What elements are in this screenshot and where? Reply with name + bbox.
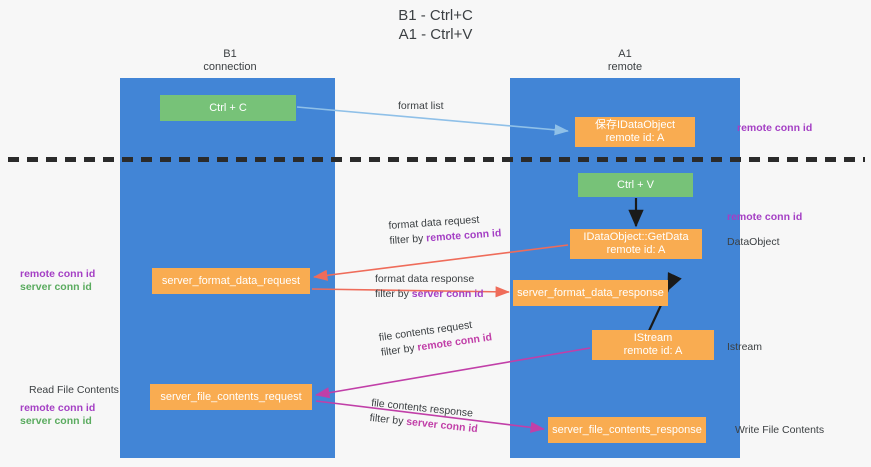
diagram-title: B1 - Ctrl+C A1 - Ctrl+V (0, 6, 871, 44)
box-server-file-contents-response[interactable]: server_file_contents_response (548, 417, 706, 443)
side-label-istream: Istream (727, 341, 763, 353)
edge-label-format-data-response-line2: filter by server conn id (375, 287, 484, 302)
box-ctrl-c[interactable]: Ctrl + C (160, 95, 296, 121)
box-idataobject-getdata-line1: IDataObject::GetData (583, 231, 689, 243)
edge-label-format-data-response: format data response filter by server co… (375, 272, 484, 302)
title-line-2: A1 - Ctrl+V (398, 26, 473, 43)
box-server-file-contents-response-label: server_file_contents_response (552, 423, 702, 436)
box-istream-line1: IStream (633, 332, 673, 344)
arrow-format-list (296, 106, 569, 136)
column-header-a1: A1 remote (510, 48, 740, 74)
box-server-format-data-response-label: server_format_data_response (517, 286, 664, 299)
column-header-b1-role: connection (203, 61, 257, 73)
filter-prefix: filter by (375, 288, 412, 300)
box-store-idataobject-line1: 保存IDataObject (594, 119, 676, 131)
filter-prefix: filter by (369, 411, 407, 428)
arrow-format-data-request (313, 244, 569, 281)
filter-highlight-server-conn-id: server conn id (411, 288, 484, 300)
side-label-left-server-conn-id-2: server conn id (20, 415, 92, 427)
arrow-file-contents-request (315, 347, 591, 399)
box-ctrl-v-label: Ctrl + V (617, 178, 654, 191)
box-server-file-contents-request[interactable]: server_file_contents_request (150, 384, 312, 410)
side-label-left-remote-conn-id-1: remote conn id (20, 268, 96, 280)
box-server-file-contents-request-label: server_file_contents_request (160, 390, 302, 403)
column-header-b1-name: B1 (223, 48, 237, 60)
arrow-format-data-response (311, 286, 510, 298)
side-label-left-server-conn-id-1: server conn id (20, 281, 92, 293)
column-header-a1-name: A1 (618, 48, 632, 60)
phase-divider (8, 157, 865, 162)
box-server-format-data-request[interactable]: server_format_data_request (152, 268, 310, 294)
box-istream-line2: remote id: A (623, 345, 683, 357)
side-label-remote-conn-id-top: remote conn id (737, 122, 813, 134)
box-server-format-data-response[interactable]: server_format_data_response (513, 280, 668, 306)
title-line-1: B1 - Ctrl+C (398, 7, 473, 24)
box-idataobject-getdata[interactable]: IDataObject::GetData remote id: A (570, 229, 702, 259)
side-label-remote-conn-id-mid: remote conn id (727, 211, 803, 223)
side-label-read-file-contents: Read File Contents (29, 384, 119, 396)
box-istream[interactable]: IStream remote id: A (592, 330, 714, 360)
box-ctrl-c-label: Ctrl + C (209, 101, 247, 114)
filter-prefix: filter by (389, 232, 427, 247)
box-server-format-data-request-label: server_format_data_request (161, 274, 301, 287)
box-store-idataobject-line2: remote id: A (605, 132, 665, 144)
box-store-idataobject[interactable]: 保存IDataObject remote id: A (575, 117, 695, 147)
box-idataobject-getdata-line2: remote id: A (606, 244, 666, 256)
side-label-write-file-contents: Write File Contents (735, 424, 825, 436)
edge-label-format-list: format list (398, 100, 444, 112)
arrow-file-contents-response (315, 400, 545, 433)
side-label-left-remote-conn-id-2: remote conn id (20, 402, 96, 414)
filter-highlight-remote-conn-id: remote conn id (425, 227, 502, 245)
column-header-a1-role: remote (607, 61, 643, 73)
edge-label-format-data-response-line1: format data response (375, 273, 475, 285)
box-ctrl-v[interactable]: Ctrl + V (578, 173, 693, 197)
filter-prefix: filter by (380, 341, 419, 359)
column-header-b1: B1 connection (120, 48, 340, 74)
side-label-dataobject: DataObject (727, 236, 780, 248)
